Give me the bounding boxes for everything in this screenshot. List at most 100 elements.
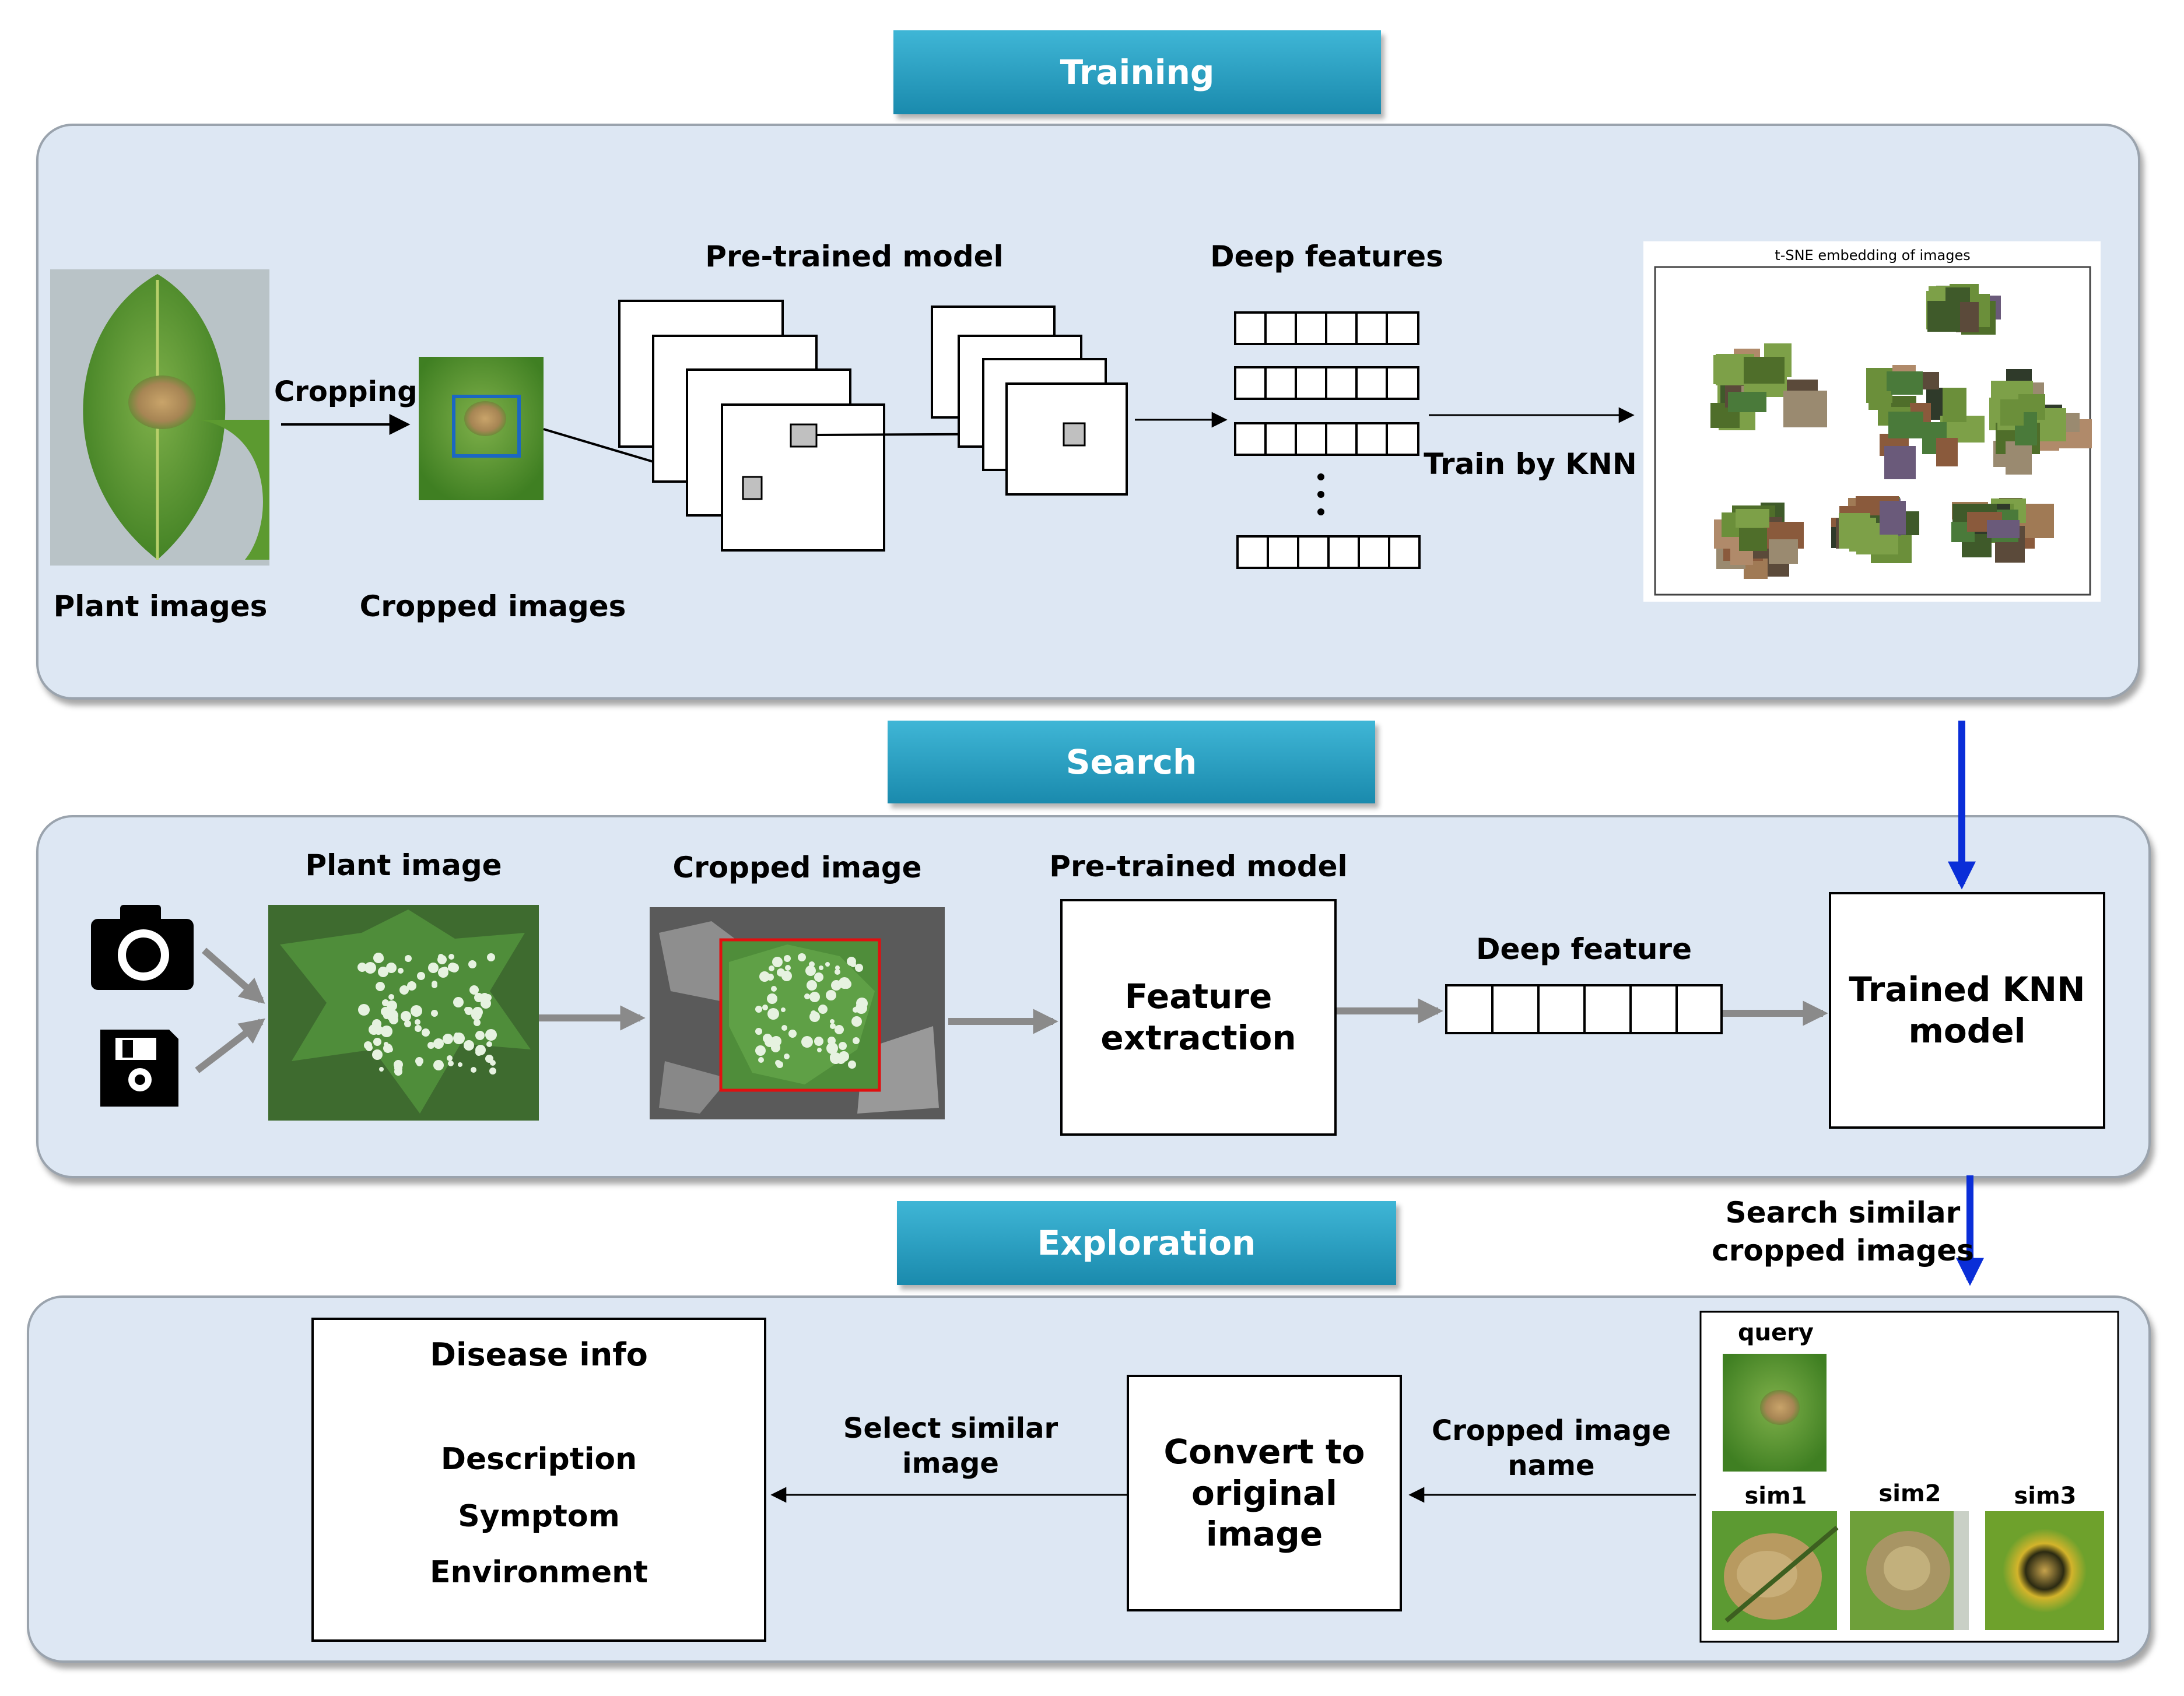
- leaf-spot: [759, 971, 770, 982]
- leaf-spot: [771, 1043, 780, 1052]
- leaf-spot: [839, 1042, 847, 1050]
- leaf-spot: [474, 1019, 481, 1026]
- deep-feature-vectors: [1234, 311, 1421, 569]
- sim1-thumbnail: [1712, 1511, 1839, 1630]
- leaf-spot: [855, 964, 863, 972]
- leaf-spot: [819, 965, 823, 970]
- leaf-spot: [453, 997, 464, 1007]
- leaf-spot: [432, 982, 437, 988]
- tsne-tile: [1887, 371, 1923, 395]
- cropped-name-line1: Cropped image: [1432, 1414, 1671, 1447]
- leaf-spot: [755, 1028, 762, 1035]
- leaf-spot: [464, 1007, 470, 1013]
- leaf-spot: [856, 1002, 867, 1014]
- leaf-spot: [384, 1042, 388, 1047]
- cnn-layer-stack-1: [618, 300, 885, 552]
- leaf-spot: [772, 957, 783, 967]
- leaf-spot: [836, 1055, 846, 1064]
- leaf-spot: [433, 1038, 444, 1049]
- tsne-tile: [1869, 391, 1891, 410]
- leaf-spot: [428, 963, 439, 973]
- leaf-spot: [809, 992, 820, 1002]
- leaf-spot: [809, 968, 815, 974]
- tsne-tile: [1884, 446, 1916, 479]
- leaf-spot: [437, 955, 447, 964]
- leaf-spot: [372, 1049, 383, 1060]
- leaf-spot: [438, 967, 448, 978]
- leaf-spot: [769, 965, 774, 971]
- tsne-tile: [1769, 539, 1798, 564]
- tsne-tile: [2006, 441, 2032, 475]
- leaf-spot: [358, 1004, 370, 1016]
- leaf-spot: [415, 1025, 422, 1032]
- floppy-disk-icon: [100, 1030, 178, 1107]
- tsne-tile: [1888, 412, 1923, 438]
- leaf-spot: [431, 1010, 438, 1017]
- search-feature-vector: [1445, 984, 1723, 1034]
- query-thumbnail: [1723, 1354, 1827, 1472]
- leaf-spot: [811, 1010, 816, 1016]
- leaf-spot: [825, 962, 830, 967]
- disease-info-box: [311, 1318, 766, 1642]
- plant-image-label: Plant image: [305, 848, 502, 882]
- leaf-spot: [784, 1054, 790, 1059]
- leaf-spot: [755, 1006, 762, 1013]
- tsne-tile: [1728, 392, 1766, 412]
- feature-cell-3: [1063, 422, 1086, 447]
- leaf-spot: [818, 1005, 828, 1014]
- leaf-spot: [830, 1023, 836, 1029]
- leaf-spot: [379, 969, 386, 976]
- leaf-spot: [364, 1041, 372, 1049]
- leaf-spot: [398, 968, 404, 974]
- convert-original-box: [1127, 1375, 1402, 1611]
- leaf-spot: [369, 1024, 379, 1035]
- leaf-spot: [450, 963, 459, 972]
- search-similar-line2: cropped images: [1712, 1234, 1974, 1267]
- leaf-spot: [407, 981, 416, 991]
- tsne-tile: [1744, 357, 1785, 384]
- leaf-spot: [364, 962, 376, 974]
- leaf-spot: [485, 1055, 493, 1063]
- sim2-thumbnail: [1850, 1511, 1969, 1630]
- leaf-spot: [851, 1016, 862, 1027]
- leaf-spot: [399, 985, 409, 995]
- leaf-spot: [416, 1061, 422, 1066]
- tsne-tile: [1839, 513, 1870, 549]
- sim1-label: sim1: [1744, 1483, 1807, 1509]
- leaf-spot: [835, 969, 840, 975]
- leaf-spot: [784, 955, 791, 962]
- leaf-spot: [387, 1010, 398, 1021]
- disease-info-environment: Environment: [430, 1555, 648, 1590]
- select-similar-line2: image: [902, 1447, 999, 1480]
- search-similar-line1: Search similar: [1725, 1196, 1961, 1230]
- leaf-spot: [807, 980, 817, 991]
- convert-line1: Convert to: [1163, 1431, 1365, 1472]
- exploration-banner: Exploration: [897, 1201, 1396, 1285]
- leaf-spot: [475, 1045, 486, 1055]
- leaf-spot: [853, 1007, 858, 1013]
- leaf-spot: [401, 1011, 411, 1021]
- leaf-spot: [448, 1061, 454, 1066]
- leaf-spot: [357, 963, 367, 972]
- leaf-spot: [781, 1025, 787, 1031]
- sim3-label: sim3: [2014, 1483, 2077, 1509]
- leaf-spot: [433, 1060, 444, 1070]
- leaf-spot: [387, 1000, 397, 1011]
- search-pretrained-label: Pre-trained model: [1049, 849, 1348, 883]
- leaf-spot: [405, 955, 412, 962]
- leaf-spot: [826, 990, 836, 1000]
- leaf-spot: [376, 982, 385, 991]
- cropped-image-label: Cropped image: [672, 851, 922, 884]
- disease-info-symptom: Symptom: [458, 1499, 620, 1534]
- convert-original-label: Convert to original image: [1127, 1375, 1402, 1611]
- leaf-spot: [785, 965, 791, 971]
- vector-ellipsis: [1317, 473, 1324, 515]
- leaf-spot: [839, 977, 850, 989]
- leaf-spot: [809, 961, 815, 967]
- convert-line2: original: [1191, 1473, 1338, 1513]
- leaf-spot: [381, 1026, 392, 1037]
- leaf-spot: [758, 1057, 764, 1063]
- leaf-spot: [817, 1048, 822, 1052]
- leaf-spot: [835, 1026, 843, 1034]
